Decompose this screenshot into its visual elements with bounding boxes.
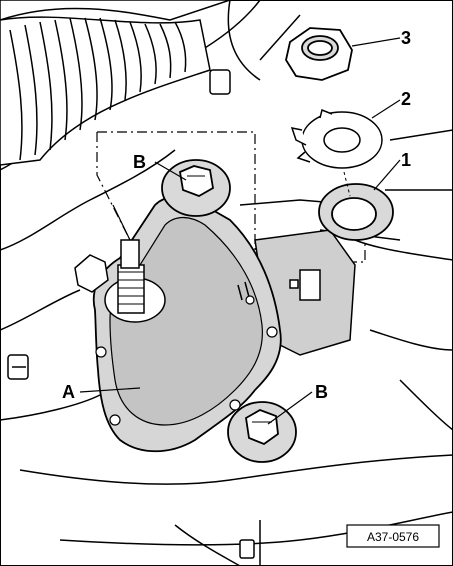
seal-ring-1 — [318, 183, 394, 241]
reference-code: A37-0576 — [367, 530, 419, 544]
reference-code-box: A37-0576 — [346, 524, 440, 548]
housing-bolt-bottom — [239, 539, 255, 559]
callout-b-bottom: B — [315, 382, 328, 402]
corrugated-boot — [0, 0, 231, 166]
leader-1 — [373, 159, 401, 191]
bolt-b-top — [161, 159, 231, 217]
leader-b-top — [154, 161, 187, 181]
leader-b-bottom — [267, 391, 313, 425]
callout-3: 3 — [401, 28, 411, 48]
lock-washer-2 — [290, 108, 383, 169]
multifunction-switch-a — [92, 195, 282, 453]
bolt-b-bottom — [227, 401, 297, 463]
leader-2 — [371, 99, 401, 119]
callout-a: A — [62, 382, 75, 402]
selector-shaft — [74, 204, 166, 323]
housing-bolt-top — [209, 69, 231, 95]
leader-a — [79, 387, 141, 393]
leader-lines — [79, 37, 401, 425]
callout-b-top: B — [133, 152, 146, 172]
callout-1: 1 — [401, 150, 411, 170]
leader-3 — [351, 37, 401, 47]
hex-nut-3 — [285, 27, 353, 81]
exploded-view-frame-left — [96, 132, 136, 251]
housing-bolt-left — [7, 354, 29, 380]
callout-2: 2 — [401, 89, 411, 109]
assembly-guide — [343, 171, 351, 197]
